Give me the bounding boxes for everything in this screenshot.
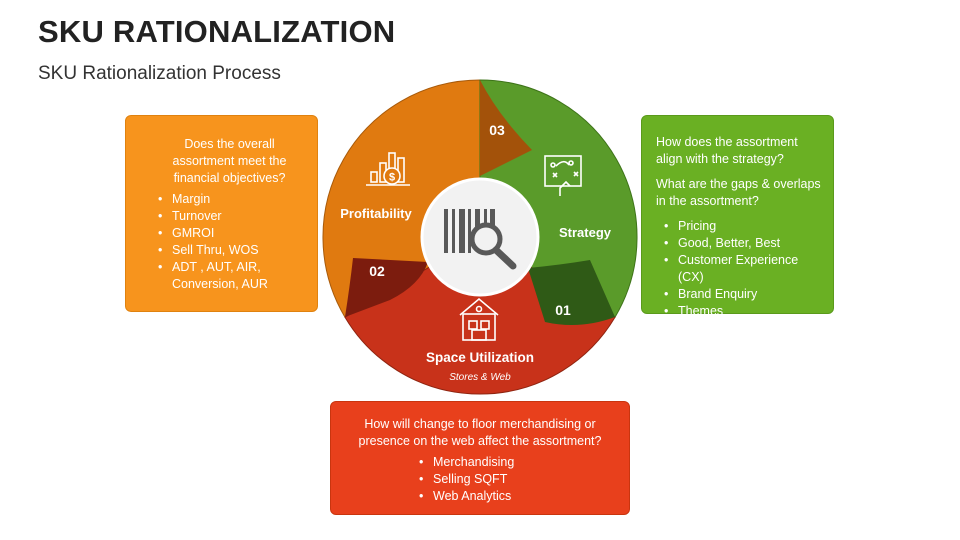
strategy-box: How does the assortment align with the s… xyxy=(641,115,834,320)
list-item: Pricing xyxy=(662,218,823,235)
strategy-question-2: What are the gaps & overlaps in the asso… xyxy=(656,177,821,208)
space-utilization-sublabel: Stores & Web xyxy=(449,372,511,383)
space-utilization-label: Space Utilization xyxy=(426,350,534,365)
space-utilization-number: 02 xyxy=(369,263,385,279)
store-icon xyxy=(459,297,499,341)
strategy-question-1: How does the assortment align with the s… xyxy=(656,135,798,166)
strategy-number: 01 xyxy=(555,302,571,318)
space-arrow-tip xyxy=(345,258,428,317)
barcode-search-icon xyxy=(444,209,517,270)
list-item: Margin xyxy=(156,191,303,208)
list-item: Themes xyxy=(662,303,823,320)
list-item: Selling SQFT xyxy=(417,471,619,488)
space-question: How will change to floor merchandising o… xyxy=(358,417,602,448)
page-subtitle: SKU Rationalization Process xyxy=(38,63,281,84)
strategy-label: Strategy xyxy=(559,225,612,240)
profitability-arrow-tip xyxy=(480,80,532,176)
profitability-label: Profitability xyxy=(340,206,412,221)
list-item: Brand Enquiry xyxy=(662,286,823,303)
list-item: Customer Experience (CX) xyxy=(662,252,823,286)
list-item: ADT , AUT, AIR, Conversion, AUR xyxy=(156,259,303,293)
profitability-question: Does the overall assortment meet the fin… xyxy=(172,137,287,185)
space-list: Merchandising Selling SQFT Web Analytics xyxy=(341,454,619,505)
list-item: Turnover xyxy=(156,208,303,225)
page-title: SKU RATIONALIZATION xyxy=(38,14,396,49)
profitability-number: 03 xyxy=(489,122,505,138)
strategy-list: Pricing Good, Better, Best Customer Expe… xyxy=(656,218,823,320)
strategy-board-icon xyxy=(544,155,582,196)
list-item: GMROI xyxy=(156,225,303,242)
list-item: Merchandising xyxy=(417,454,619,471)
profitability-box: Does the overall assortment meet the fin… xyxy=(125,115,318,312)
svg-text:$: $ xyxy=(389,172,395,184)
money-chart-icon: $ xyxy=(366,152,410,186)
list-item: Web Analytics xyxy=(417,488,619,505)
space-utilization-box: How will change to floor merchandising o… xyxy=(330,401,630,515)
space-utilization-segment xyxy=(344,236,616,395)
profitability-list: Margin Turnover GMROI Sell Thru, WOS ADT… xyxy=(156,191,303,293)
strategy-arrow-tip xyxy=(528,260,615,326)
list-item: Good, Better, Best xyxy=(662,235,823,252)
list-item: Sell Thru, WOS xyxy=(156,242,303,259)
